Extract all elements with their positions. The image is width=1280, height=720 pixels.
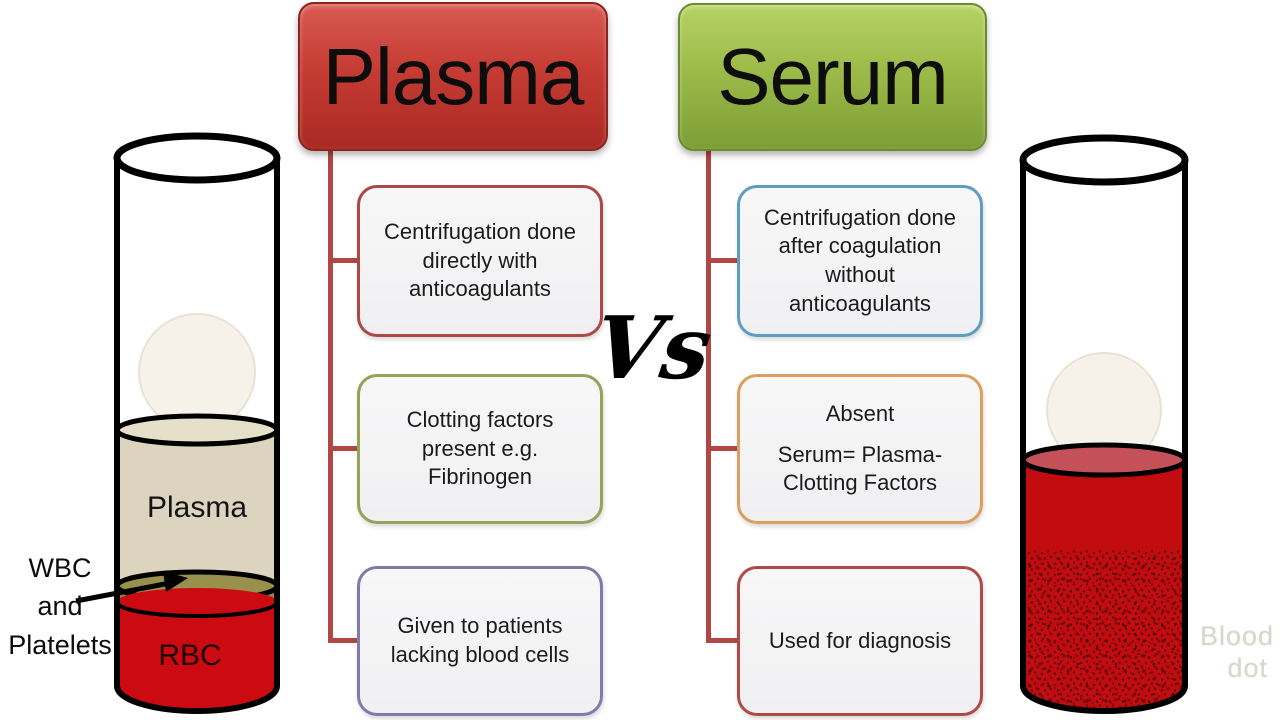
rbc-layer [117,588,277,711]
left-tube-opening [113,132,281,184]
plasma-layer-label: Plasma [147,491,247,524]
card-text: Used for diagnosis [768,627,952,653]
serum-card-absent: Absent Serum= Plasma- Clotting Factors [737,374,983,524]
clot-texture [1023,550,1185,711]
annotation-line: Platelets [8,629,112,660]
serum-header-label: Serum [717,32,949,121]
wbc-arrow-line [75,580,171,604]
plasma-card-clotting-factors: Clotting factors present e.g. Fibrinogen [357,374,603,524]
blood-surface [1020,442,1188,478]
card-text: Absent [825,401,895,427]
left-tube-bubble [138,313,256,431]
serum-card-diagnosis: Used for diagnosis [737,566,983,716]
serum-card-centrifugation: Centrifugation done after coagulation wi… [737,185,983,337]
watermark: Blood dot [1178,620,1274,685]
right-tube-opening [1019,134,1189,186]
serum-connector-stub-2 [711,446,737,451]
serum-connector-stub-3 [711,638,737,643]
plasma-card-given-to-patients: Given to patients lacking blood cells [357,566,603,716]
annotation-line: WBC [28,553,92,583]
wbc-platelets-annotation: WBC and Platelets [0,549,120,664]
serum-connector-stub-1 [711,258,737,263]
plasma-surface [114,413,280,447]
right-test-tube [1019,134,1189,714]
plasma-header: Plasma [298,2,608,151]
rbc-top-line [115,601,279,618]
card-text: Serum= Plasma- Clotting Factors [777,441,943,496]
right-tube-bottom-outline [1020,685,1188,714]
watermark-line: Blood [1199,621,1274,651]
plasma-connector-stub-1 [333,258,357,263]
plasma-connector-trunk [328,147,333,643]
plasma-connector-stub-3 [333,638,357,643]
vs-label: Vs [588,298,718,399]
rbc-layer-label: RBC [158,639,221,672]
left-test-tube: Plasma RBC [75,132,281,714]
annotation-line: and [37,591,83,622]
card-text: Centrifugation done after coagulation wi… [763,204,957,316]
plasma-card-centrifugation: Centrifugation done directly with antico… [357,185,603,337]
wbc-arrow-head [163,571,188,592]
watermark-line: dot [1227,653,1268,684]
plasma-header-label: Plasma [322,31,585,121]
card-text: Centrifugation done directly with antico… [383,219,577,302]
serum-connector-trunk [706,147,711,643]
card-text: Given to patients lacking blood cells [390,613,570,667]
card-text: Clotting factors present e.g. Fibrinogen [406,407,554,490]
left-tube-bottom-outline [114,685,280,714]
serum-header: Serum [678,3,987,151]
plasma-layer [117,416,277,600]
plasma-connector-stub-2 [333,446,357,451]
